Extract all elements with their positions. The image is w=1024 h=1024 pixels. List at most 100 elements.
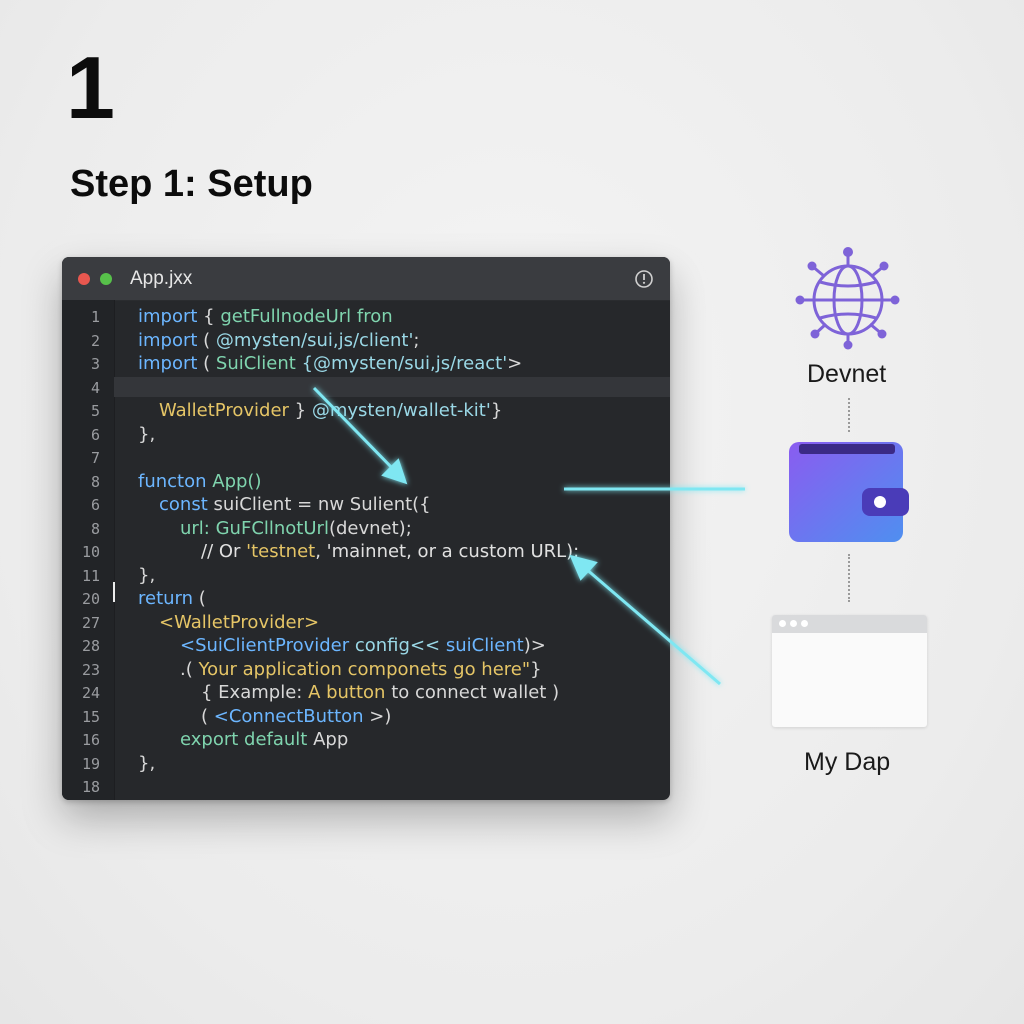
globe-nodes <box>795 247 900 350</box>
code-text[interactable]: }, <box>138 753 155 774</box>
code-token: (devnet); <box>328 517 412 539</box>
code-text[interactable]: return ( <box>138 588 206 609</box>
code-token: config<< <box>349 635 446 656</box>
line-number: 2 <box>90 331 100 350</box>
step-number: 1 <box>66 38 115 137</box>
code-token: // Or <box>201 541 247 562</box>
code-line[interactable]: 19}, <box>62 752 670 776</box>
code-text[interactable]: <SuiClientProvider config<< suiClient)> <box>180 635 546 656</box>
code-text[interactable]: export default App <box>180 729 348 750</box>
code-token: { <box>197 306 221 327</box>
line-number: 8 <box>90 472 100 491</box>
text-caret <box>113 582 115 602</box>
code-token: { Example: <box>201 682 309 703</box>
wallet-dapp-connector <box>848 554 850 602</box>
code-token: .( <box>180 658 199 680</box>
code-token: return <box>138 588 194 609</box>
code-line[interactable]: 24 { Example: A button to connect wallet … <box>62 681 670 705</box>
line-number: 7 <box>90 449 100 467</box>
line-number: 15 <box>81 707 100 726</box>
code-token: }, <box>138 752 156 774</box>
info-icon[interactable] <box>634 269 654 289</box>
code-line[interactable]: 23.( Your application componets go here"… <box>62 658 670 682</box>
code-token: import <box>138 329 198 351</box>
code-text[interactable]: functon App() <box>138 471 261 492</box>
code-token: Sulient({ <box>344 494 431 515</box>
wallet-icon <box>789 442 909 542</box>
line-number: 27 <box>81 613 100 632</box>
line-number-gutter <box>62 300 115 800</box>
code-text[interactable]: .( Your application componets go here"} <box>180 659 542 680</box>
code-token: SuiClient <box>215 353 296 374</box>
browser-dot <box>801 620 808 627</box>
code-token: {@mysten/sui,js/react' <box>295 353 508 374</box>
code-line[interactable]: 7 <box>62 446 670 470</box>
code-line[interactable]: 28<SuiClientProvider config<< suiClient)… <box>62 634 670 658</box>
code-text[interactable]: ( <ConnectButton >) <box>201 706 391 727</box>
code-line[interactable]: 15 ( <ConnectButton >) <box>62 705 670 729</box>
code-text[interactable]: <WalletProvider> <box>159 612 319 633</box>
close-window-button[interactable] <box>78 273 90 285</box>
code-token: <ConnectButton <box>213 705 364 727</box>
code-token: A button <box>308 682 386 703</box>
code-text[interactable]: { Example: A button to connect wallet ) <box>201 682 559 703</box>
network-label: Devnet <box>807 360 887 388</box>
editor-tab-filename[interactable]: App.jxx <box>130 268 193 289</box>
code-line[interactable]: 27 <WalletProvider> <box>62 611 670 635</box>
code-text[interactable]: import ( @mysten/sui,js/client'; <box>138 330 420 351</box>
code-token: to connect wallet ) <box>385 682 560 703</box>
code-token: } <box>288 400 312 421</box>
code-token: >) <box>363 705 392 727</box>
code-token: )> <box>523 635 546 656</box>
browser-window-icon <box>772 615 927 727</box>
step-title: Step 1: Setup <box>70 163 313 205</box>
code-token: const <box>159 494 208 515</box>
code-line[interactable]: 20 return ( <box>62 587 670 611</box>
browser-titlebar <box>772 615 927 633</box>
code-line[interactable]: 3 import ( SuiClient {@mysten/sui,js/reac… <box>62 352 670 376</box>
code-text[interactable]: import { getFullnodeUrl fron <box>138 306 393 327</box>
code-line[interactable]: 11}, <box>62 564 670 588</box>
globe-network-icon <box>800 252 895 345</box>
network-wallet-connector <box>848 398 850 432</box>
line-number: 3 <box>90 355 100 373</box>
code-token: }, <box>138 564 156 586</box>
code-token: @mysten/sui,js/client' <box>215 329 414 351</box>
code-text[interactable]: }, <box>138 424 155 445</box>
code-text[interactable]: // Or 'testnet, 'mainnet, or a custom UR… <box>201 541 579 562</box>
browser-dot <box>779 620 786 627</box>
zoom-window-button[interactable] <box>100 273 112 285</box>
code-token: export default <box>180 729 308 750</box>
code-line[interactable]: 4 <box>62 376 670 400</box>
code-token: import <box>138 306 198 327</box>
code-text[interactable]: import ( SuiClient {@mysten/sui,js/react… <box>138 353 522 374</box>
code-line[interactable]: 6}, <box>62 423 670 447</box>
code-text[interactable]: const suiClient = nw Sulient({ <box>159 494 431 515</box>
code-token: <SuiClientProvider <box>180 635 350 656</box>
code-line[interactable]: 2 import ( @mysten/sui,js/client'; <box>62 329 670 353</box>
code-line[interactable]: 18 <box>62 775 670 799</box>
code-text[interactable]: url: GuFCllnotUrl(devnet); <box>180 518 412 539</box>
code-line[interactable]: 6 const suiClient = nw Sulient({ <box>62 493 670 517</box>
code-token: }, <box>138 423 156 445</box>
code-token: App() <box>206 470 262 492</box>
code-text[interactable]: WalletProvider } @mysten/wallet-kit'} <box>159 400 502 421</box>
code-line[interactable]: 8 functon App() <box>62 470 670 494</box>
line-number: 6 <box>90 496 100 514</box>
line-number: 24 <box>81 684 100 702</box>
line-number: 20 <box>81 590 100 608</box>
line-number: 18 <box>81 778 100 796</box>
code-token: } <box>490 400 503 421</box>
code-text[interactable]: }, <box>138 565 155 586</box>
code-token: 'testnet <box>246 541 316 562</box>
code-token: functon <box>138 470 207 492</box>
code-line[interactable]: 10// Or 'testnet, 'mainnet, or a custom … <box>62 540 670 564</box>
code-token: ; <box>413 329 420 351</box>
code-token: } <box>530 658 542 680</box>
